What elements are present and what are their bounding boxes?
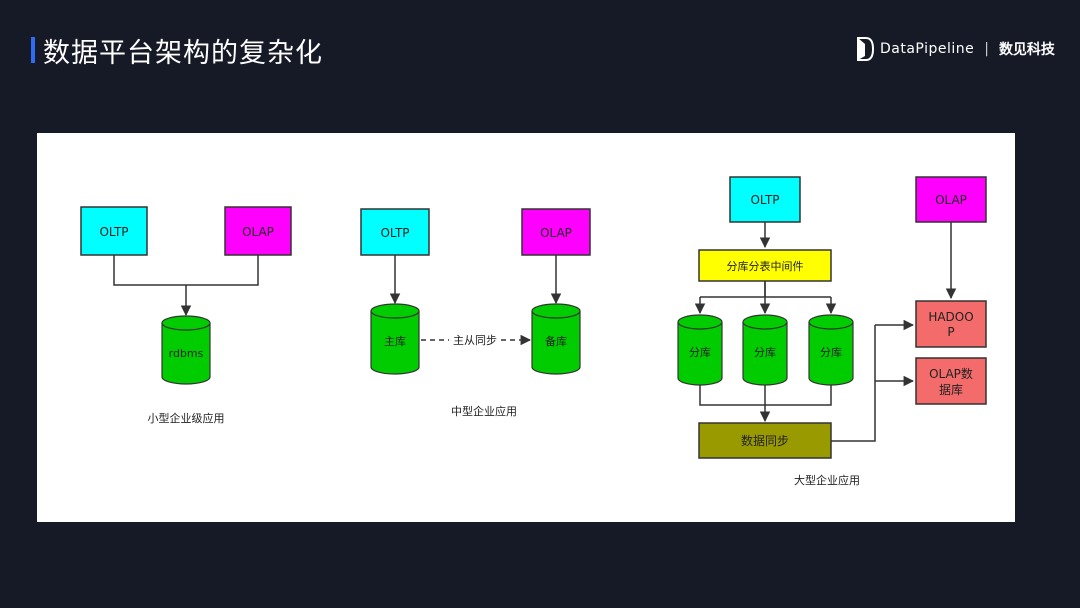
medium-replica-label: 备库 xyxy=(545,334,567,348)
large-shard-label-2: 分库 xyxy=(754,346,776,359)
large-sync-box xyxy=(698,422,832,459)
large-hadoop-box xyxy=(915,300,987,348)
large-olap-label: OLAP xyxy=(935,193,967,207)
medium-oltp-label: OLTP xyxy=(380,226,409,240)
large-olap-box xyxy=(915,176,987,223)
small-rdbms-label: rdbms xyxy=(169,347,204,360)
title-accent-bar xyxy=(31,37,35,63)
small-oltp-box xyxy=(80,206,148,256)
large-olapdb-label-line2: 据库 xyxy=(939,382,963,397)
datapipeline-logo-icon xyxy=(857,37,874,61)
slide-title: 数据平台架构的复杂化 xyxy=(43,38,323,69)
large-oltp-label: OLTP xyxy=(750,193,779,207)
medium-replica-cylinder xyxy=(531,303,581,375)
small-enterprise-diagram: OLTP OLAP rdbms 小型企业级应用 xyxy=(80,206,292,425)
medium-sync-label: 主从同步 xyxy=(453,334,497,347)
large-caption: 大型企业应用 xyxy=(794,473,860,487)
small-caption: 小型企业级应用 xyxy=(148,411,225,425)
large-sync-out-connector xyxy=(831,325,876,442)
large-enterprise-diagram: OLTP 分库分表中间件 分库 分库 分库 xyxy=(677,176,987,487)
large-hadoop-label-line1: HADOO xyxy=(928,310,973,324)
large-middleware-box xyxy=(698,249,832,282)
small-rdbms-cylinder xyxy=(161,315,211,385)
brand: DataPipeline | 数见科技 xyxy=(856,36,1055,62)
medium-olap-box xyxy=(521,208,591,256)
medium-oltp-box xyxy=(360,208,430,256)
architecture-diagram: OLTP OLAP rdbms 小型企业级应用 OLTP OLAP xyxy=(80,176,987,487)
medium-sync-label-bg xyxy=(449,332,501,348)
large-oltp-box xyxy=(729,176,801,223)
medium-master-label: 主库 xyxy=(384,335,406,348)
brand-cn-name: 数见科技 xyxy=(998,42,1055,58)
brand-separator: | xyxy=(984,41,989,57)
large-middleware-label: 分库分表中间件 xyxy=(727,259,804,273)
medium-caption: 中型企业应用 xyxy=(451,404,517,418)
large-sync-label: 数据同步 xyxy=(741,433,789,448)
medium-enterprise-diagram: OLTP OLAP 主库 备库 主从同步 中型企业应用 xyxy=(360,208,591,418)
large-olapdb-label-line1: OLAP数 xyxy=(929,366,973,381)
small-olap-label: OLAP xyxy=(242,225,274,239)
medium-master-cylinder xyxy=(370,303,420,375)
medium-olap-label: OLAP xyxy=(540,226,572,240)
diagram-panel: OLTP OLAP rdbms 小型企业级应用 OLTP OLAP xyxy=(37,133,1015,522)
small-olap-box xyxy=(224,206,292,256)
small-connector xyxy=(113,255,259,286)
large-shard-cylinder-1 xyxy=(677,314,723,386)
brand-name: DataPipeline xyxy=(880,41,975,57)
large-hadoop-label-line2: P xyxy=(947,325,954,339)
small-oltp-label: OLTP xyxy=(99,225,128,239)
large-shard-label-1: 分库 xyxy=(689,346,711,359)
large-olapdb-box xyxy=(915,357,987,405)
large-shard-label-3: 分库 xyxy=(820,346,842,359)
large-shard-cylinder-2 xyxy=(742,314,788,386)
